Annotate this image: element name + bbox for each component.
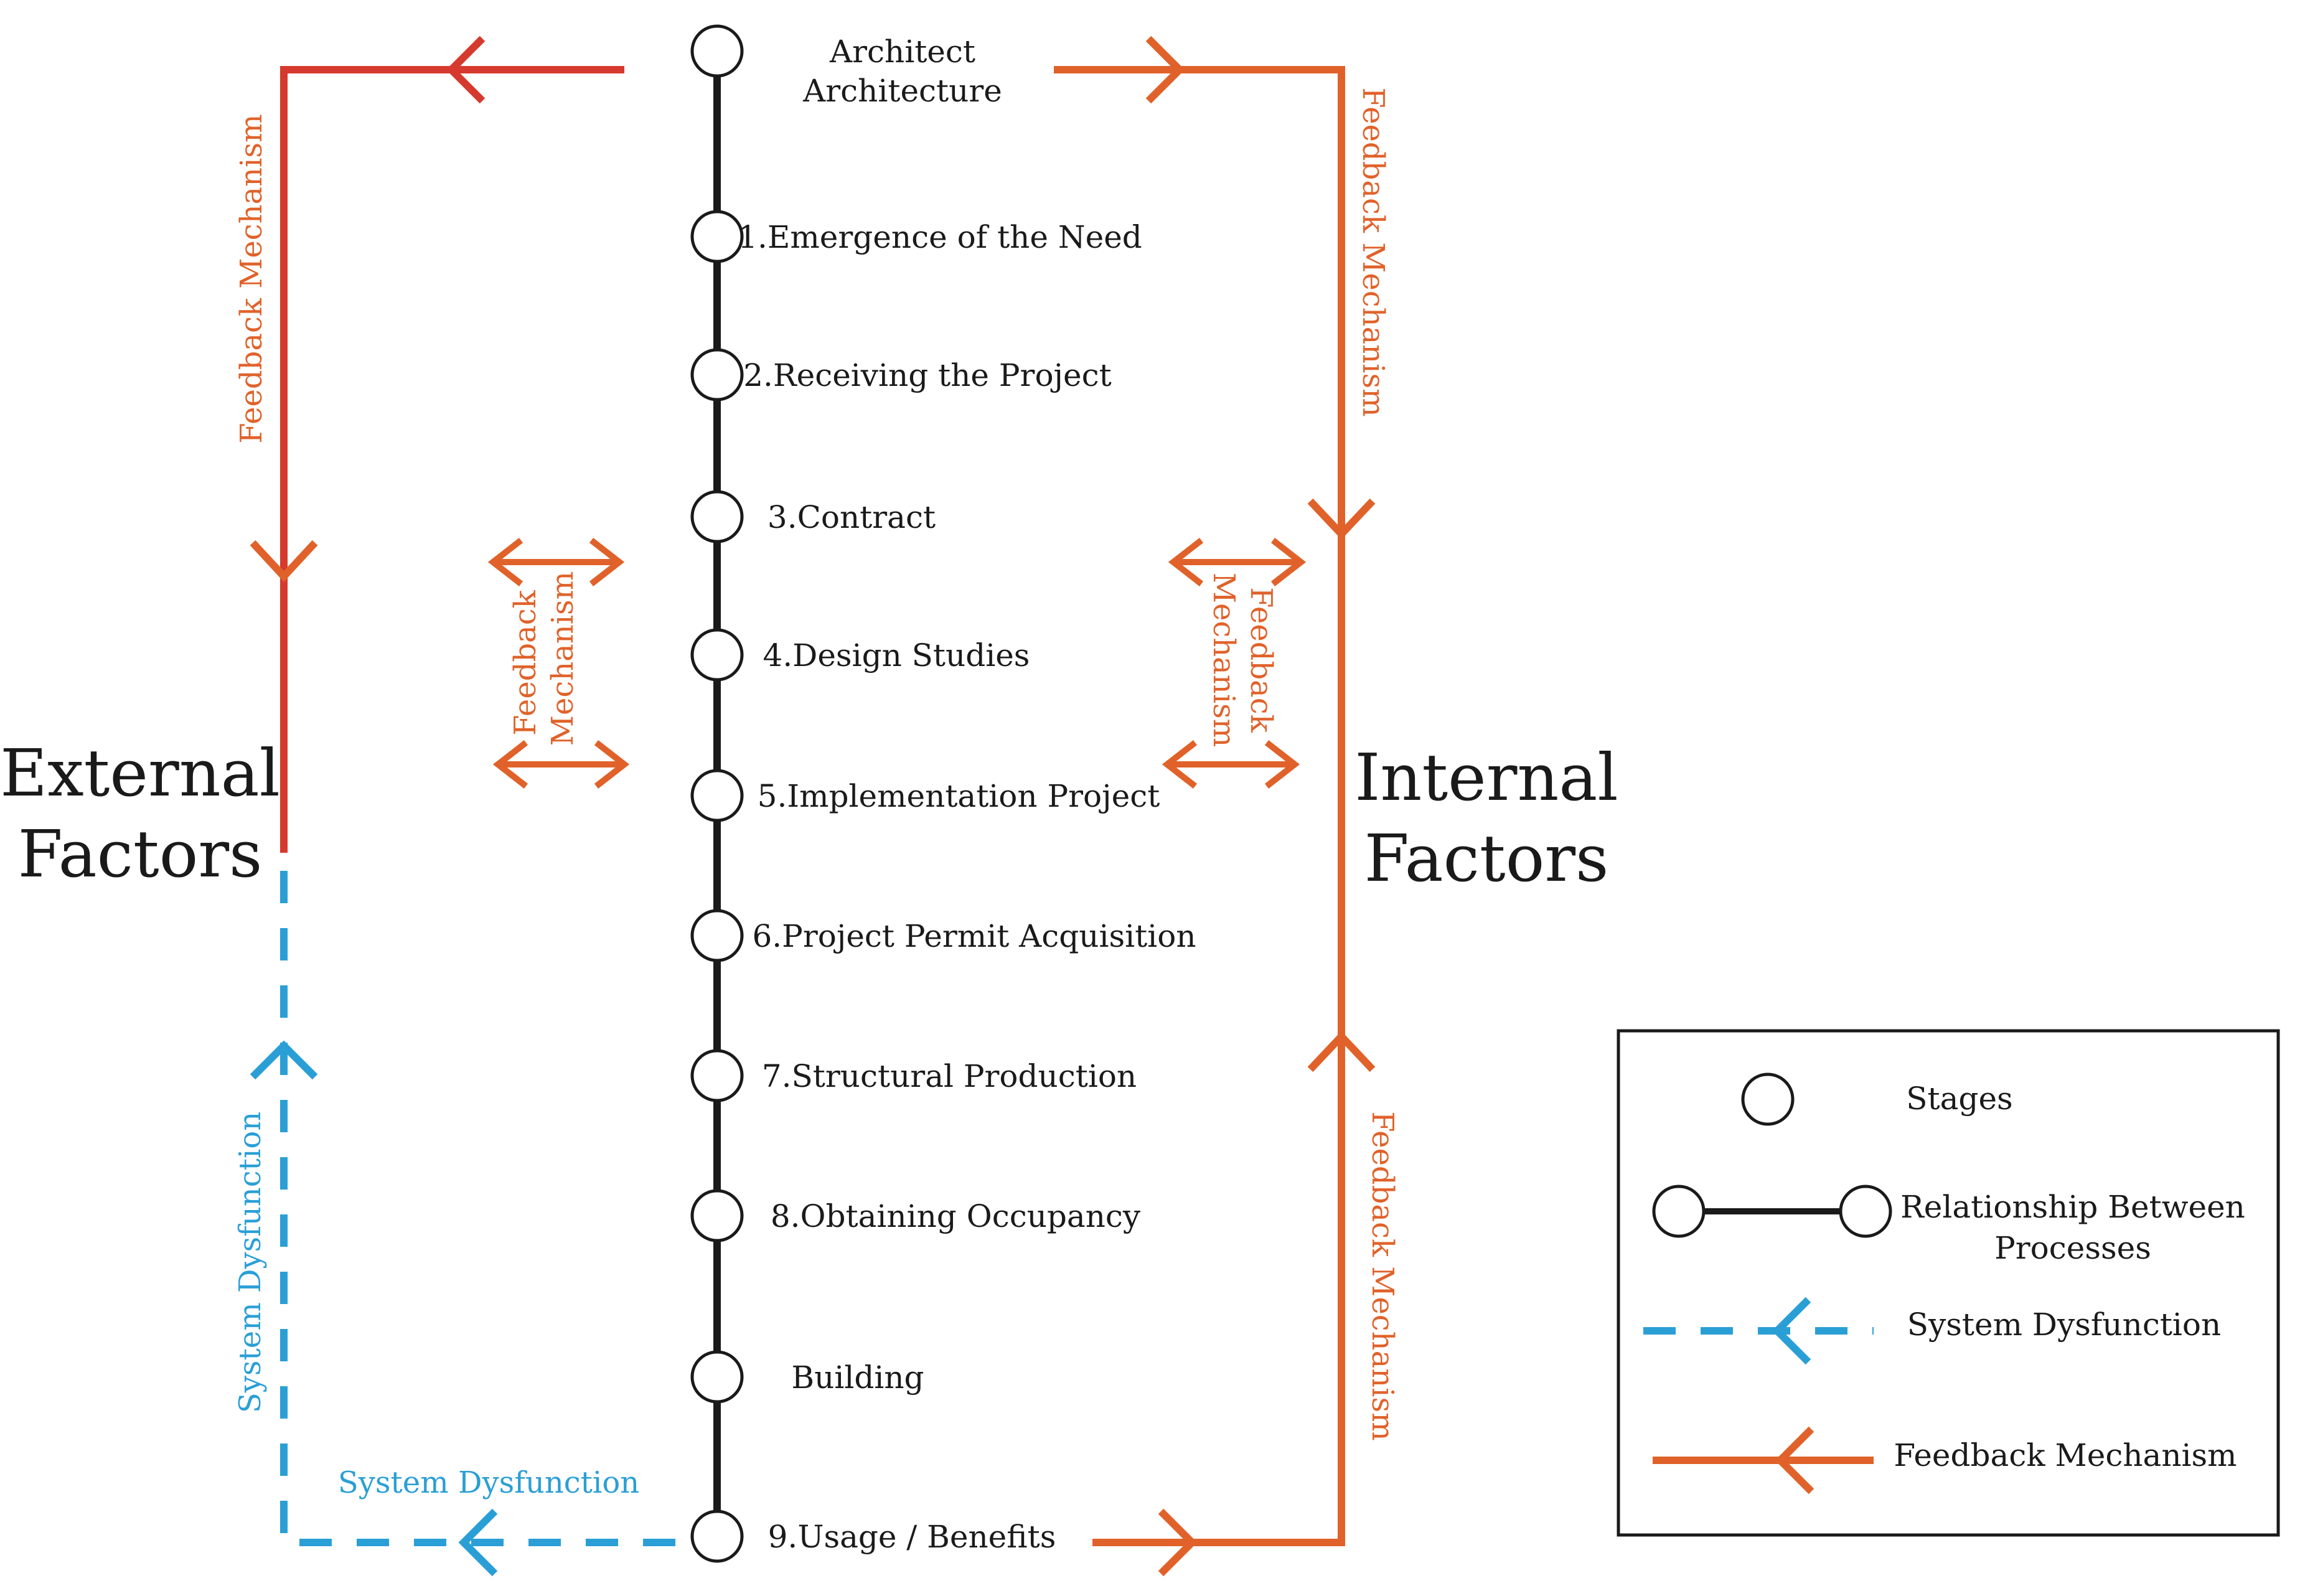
external-factors-line1: External — [0, 735, 280, 811]
stage-node — [690, 348, 744, 401]
legend-feedback-icon — [1653, 1426, 1874, 1495]
legend-dysfunction-label: System Dysfunction — [1907, 1307, 2221, 1343]
external-feedback-arrowhead-left — [446, 35, 486, 104]
dysfunction-arrowhead-left — [458, 1508, 498, 1577]
internal-feedback-line-top — [1054, 66, 1345, 1546]
stage-label: Architect — [829, 34, 975, 70]
dysfunction-dashed-line — [280, 865, 675, 1546]
stage-node — [690, 490, 744, 543]
stage-label: 3.Contract — [767, 499, 936, 535]
external-feedback-line — [280, 66, 624, 853]
stage-label: 6.Project Permit Acquisition — [752, 918, 1196, 954]
dysfunction-horizontal-label: System Dysfunction — [338, 1465, 639, 1500]
stage-node — [690, 210, 744, 263]
stage-label: 7.Structural Production — [762, 1058, 1137, 1094]
right-inner-feedback-label-line1: Feedback — [1244, 587, 1279, 733]
internal-feedback-arrowhead-right — [1145, 35, 1185, 104]
legend-relationship-label-line2: Processes — [1994, 1230, 2151, 1266]
legend-relationship-label-line1: Relationship Between — [1900, 1189, 2245, 1225]
internal-factors-line1: Internal — [1354, 739, 1618, 815]
external-feedback-arrowhead-down — [250, 540, 318, 582]
internal-feedback-loop — [1054, 35, 1376, 1577]
stage-node — [690, 769, 744, 822]
stage-node — [690, 628, 744, 682]
stage-node — [690, 1049, 744, 1102]
legend-frame — [1617, 1029, 2280, 1537]
legend: Stages Relationship Between Processes Sy… — [1617, 1029, 2280, 1537]
legend-stages-label: Stages — [1906, 1081, 2012, 1117]
right-inner-feedback-label-line2: Mechanism — [1206, 573, 1241, 747]
legend-dysfunction-icon — [1643, 1297, 1874, 1365]
stage-label: 2.Receiving the Project — [743, 357, 1111, 393]
right-upper-feedback-label: Feedback Mechanism — [1356, 87, 1391, 416]
internal-feedback-arrowhead-bottom — [1158, 1508, 1198, 1577]
dysfunction-vertical-label: System Dysfunction — [233, 1112, 268, 1413]
internal-feedback-arrowhead-down — [1307, 498, 1376, 540]
left-inner-feedback-label-line1: Feedback — [508, 589, 543, 735]
external-feedback-loop — [250, 35, 624, 853]
stage-label: 1.Emergence of the Need — [738, 219, 1142, 255]
legend-stage-icon — [1741, 1073, 1795, 1126]
right-inner-feedback-arrows — [1162, 538, 1307, 789]
stage-node — [690, 1189, 744, 1242]
stage-nodes — [690, 24, 744, 1563]
legend-feedback-label: Feedback Mechanism — [1894, 1437, 2237, 1473]
stage-label: 4.Design Studies — [763, 637, 1030, 674]
left-feedback-label: Feedback Mechanism — [234, 114, 269, 443]
external-factors-line2: Factors — [18, 816, 263, 892]
stage-node — [690, 24, 744, 78]
stage-label: Architecture — [802, 73, 1002, 109]
right-lower-feedback-label: Feedback Mechanism — [1365, 1111, 1400, 1440]
stage-label: 8.Obtaining Occupancy — [771, 1198, 1141, 1234]
system-dysfunction-path — [250, 865, 675, 1577]
left-inner-feedback-arrows — [487, 538, 630, 789]
stage-label: Building — [791, 1359, 924, 1396]
internal-feedback-arrowhead-up — [1307, 1031, 1376, 1073]
stage-node — [690, 1350, 744, 1404]
stage-node — [690, 909, 744, 962]
legend-relationship-icon — [1652, 1185, 1892, 1238]
stage-label: 9.Usage / Benefits — [768, 1519, 1056, 1555]
stage-label: 5.Implementation Project — [758, 778, 1160, 814]
internal-factors-line2: Factors — [1364, 820, 1609, 896]
left-inner-feedback-label-line2: Mechanism — [545, 571, 580, 746]
dysfunction-arrowhead-up — [250, 1040, 318, 1080]
stage-node — [690, 1509, 744, 1563]
